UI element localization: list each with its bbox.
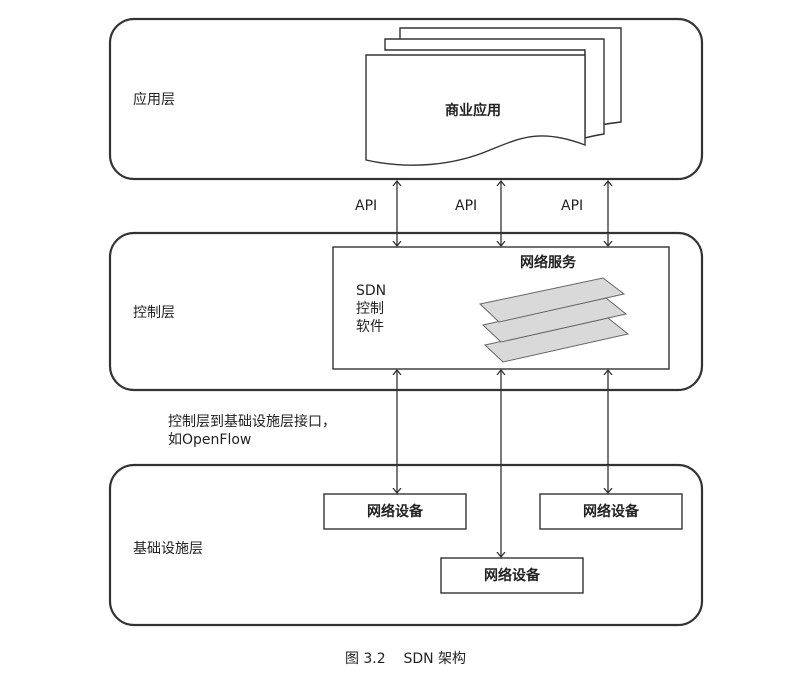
api-label-2: API [455, 198, 478, 214]
device-label-right: 网络设备 [583, 504, 639, 520]
sdn-software-line-1: SDN [356, 283, 387, 299]
api-label-3: API [561, 198, 584, 214]
business-app-label: 商业应用 [445, 103, 501, 119]
interface-note-line-2: 如OpenFlow [168, 432, 252, 448]
api-label-1: API [355, 198, 378, 214]
control-layer-label: 控制层 [133, 305, 175, 321]
device-label-left: 网络设备 [367, 504, 423, 520]
device-box-right [539, 493, 683, 530]
sdn-software-line-2: 控制 [356, 301, 384, 317]
interface-note-line-1: 控制层到基础设施层接口， [168, 414, 336, 430]
device-box-bottom [440, 557, 584, 594]
device-label-bottom: 网络设备 [484, 568, 540, 584]
infrastructure-layer-label: 基础设施层 [133, 541, 203, 557]
application-layer-label: 应用层 [133, 92, 175, 108]
network-services-label: 网络服务 [520, 255, 576, 271]
network-services-planes [478, 277, 630, 363]
figure-caption: 图 3.2 SDN 架构 [344, 651, 467, 667]
business-app-documents [365, 27, 622, 166]
sdn-software-line-3: 软件 [356, 319, 384, 335]
